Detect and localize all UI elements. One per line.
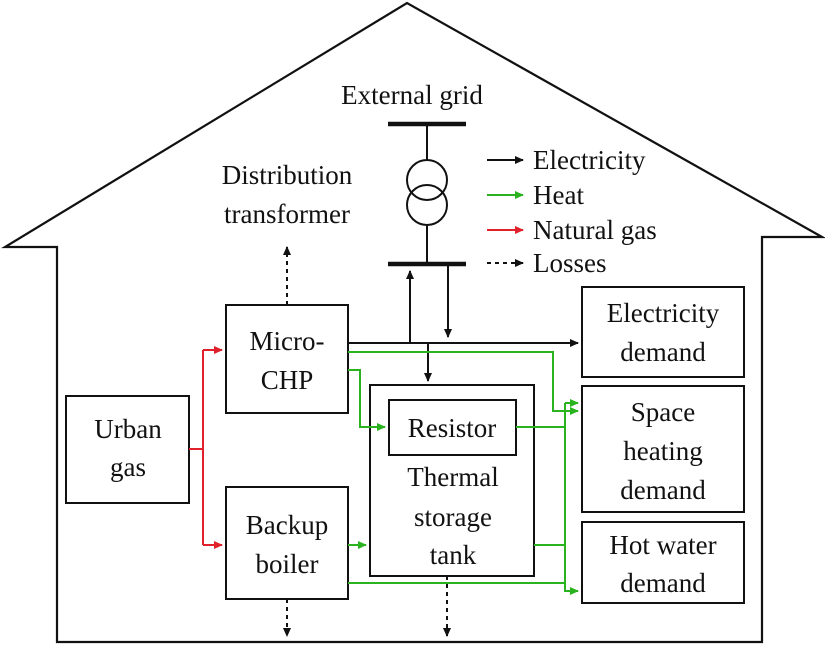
electricity-demand-label-line-2: demand: [620, 337, 706, 367]
heat-flows: [348, 351, 579, 595]
micro-chp-box: [225, 304, 349, 414]
legend-label-electricity: Electricity: [533, 145, 646, 175]
transformer-symbol: [388, 121, 466, 267]
space-heating-demand-label-line-2: heating: [623, 436, 702, 466]
legend-label-heat: Heat: [533, 180, 584, 210]
urban-gas-label-line-2: gas: [110, 452, 146, 482]
urban-gas-label-line-1: Urban: [94, 414, 162, 444]
backup-boiler-label-line-1: Backup: [246, 510, 328, 540]
thermal-storage-tank-label-line-1: Thermal: [407, 462, 498, 492]
loss-flows: [283, 246, 451, 637]
natural-gas-flows: [189, 346, 223, 549]
legend-label-natural-gas: Natural gas: [533, 215, 657, 245]
thermal-storage-tank-label-line-2: storage: [414, 502, 492, 532]
micro-chp-label-line-2: CHP: [261, 365, 314, 395]
hot-water-demand-box: [581, 521, 745, 604]
hot-water-demand-label-line-2: demand: [620, 568, 706, 598]
hot-water-demand-label-line-1: Hot water: [609, 530, 716, 560]
backup-boiler-box: [225, 486, 349, 600]
legend: Electricity Heat Natural gas Losses: [487, 145, 657, 278]
urban-gas-box: [65, 395, 190, 504]
legend-label-losses: Losses: [533, 248, 607, 278]
distribution-transformer-label-line-1: Distribution: [222, 160, 353, 190]
resistor-label: Resistor: [408, 413, 497, 443]
electricity-demand-box: [581, 286, 745, 378]
space-heating-demand-label-line-3: demand: [620, 475, 706, 505]
distribution-transformer-label-line-2: transformer: [224, 199, 350, 229]
backup-boiler-label-line-2: boiler: [256, 549, 319, 579]
space-heating-demand-box: [581, 385, 745, 513]
external-grid-label: External grid: [341, 80, 483, 110]
space-heating-demand-label-line-1: Space: [631, 397, 695, 427]
resistor-box: [388, 399, 517, 456]
thermal-storage-tank-label-line-3: tank: [430, 540, 477, 570]
electricity-flows: [348, 264, 579, 382]
electricity-demand-label-line-1: Electricity: [607, 298, 720, 328]
micro-chp-label-line-1: Micro-: [250, 326, 325, 356]
